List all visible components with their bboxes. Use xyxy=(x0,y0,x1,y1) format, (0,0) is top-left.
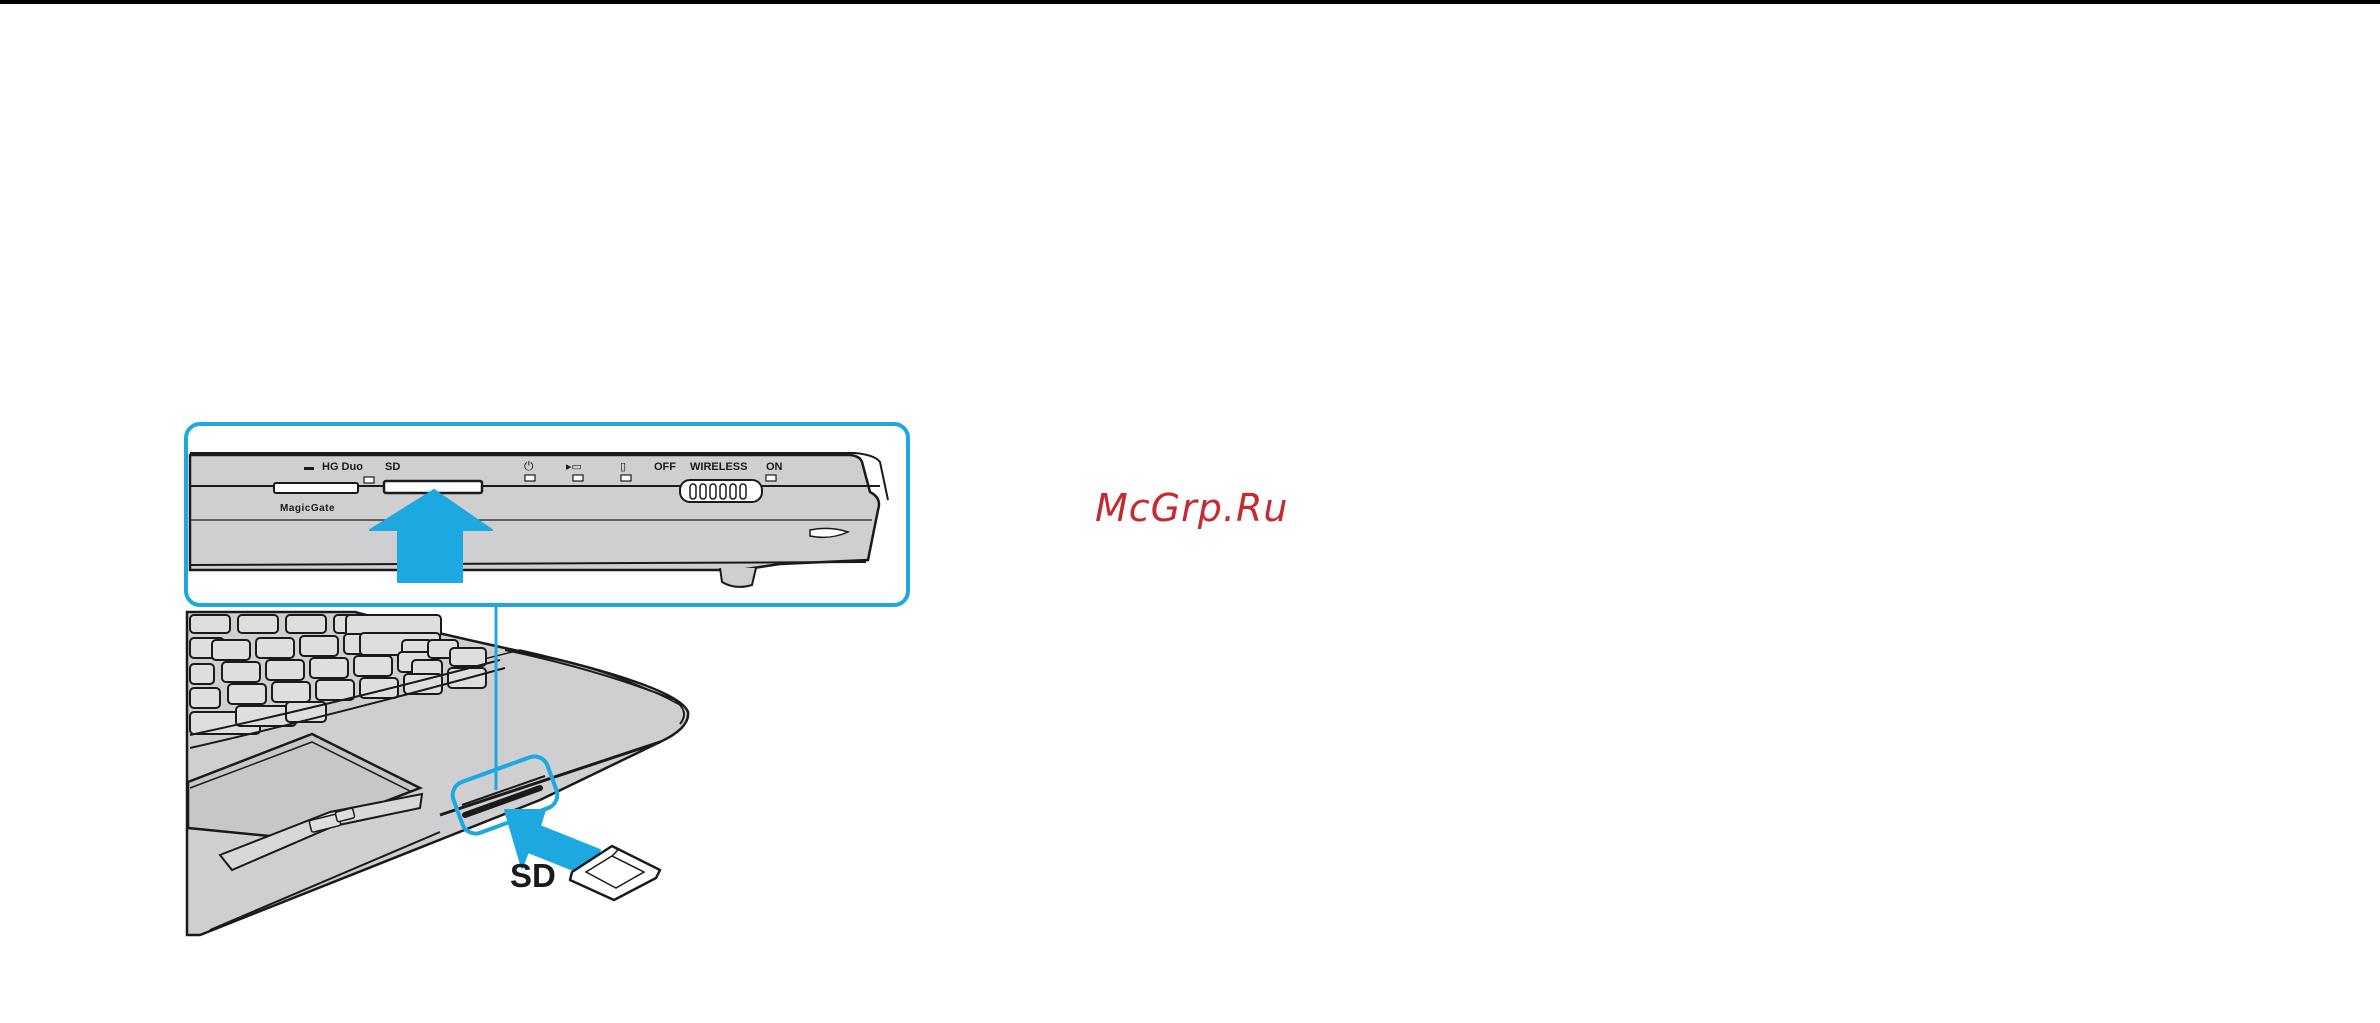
wireless-off-label: OFF xyxy=(654,461,676,473)
magicgate-label: MagicGate xyxy=(280,503,335,514)
drive-icon: ▯ xyxy=(620,461,626,473)
memory-stick-icon: ▬ xyxy=(304,462,314,473)
battery-icon: ▸▭ xyxy=(566,461,582,473)
hg-duo-label: HG Duo xyxy=(322,461,363,473)
power-icon: ⏻ xyxy=(524,459,534,473)
zoom-callout xyxy=(186,424,908,605)
wireless-label: WIRELESS xyxy=(690,461,747,473)
watermark-text: McGrp.Ru xyxy=(1095,486,1288,530)
wireless-on-label: ON xyxy=(766,461,783,473)
sd-slot-label: SD xyxy=(385,461,400,473)
sd-card-label: SD xyxy=(510,857,556,894)
